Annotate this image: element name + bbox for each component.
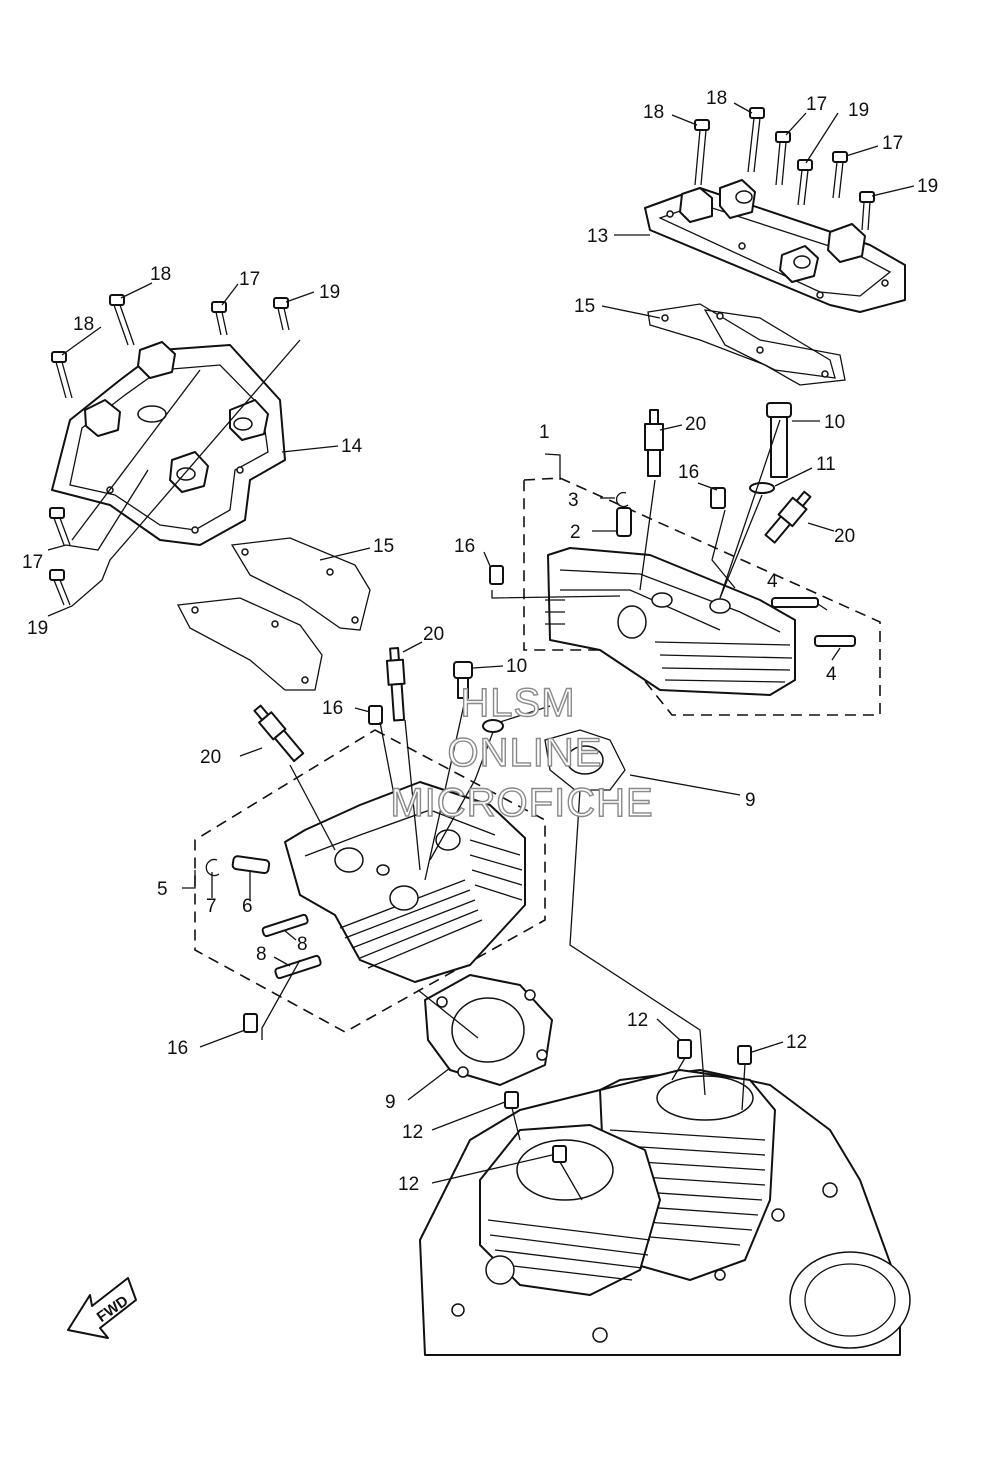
callout-17[interactable]: 17 [22, 552, 43, 573]
callout-17[interactable]: 17 [239, 269, 260, 290]
bolt-18-front-a[interactable] [109, 294, 135, 346]
bolt-18-rear-b[interactable] [747, 107, 765, 173]
callout-19[interactable]: 19 [319, 282, 340, 303]
bolt-19-rear-b[interactable] [859, 191, 875, 231]
bolt-19-rear-a[interactable] [797, 159, 813, 206]
dowel-12-a[interactable] [677, 1039, 692, 1059]
callout-15[interactable]: 15 [373, 536, 394, 557]
front-cover-gasket[interactable] [176, 537, 371, 691]
callout-11[interactable]: 11 [816, 454, 836, 475]
callout-19[interactable]: 19 [848, 100, 869, 121]
callout-12[interactable]: 12 [402, 1122, 423, 1143]
spark-plug-20-front-side[interactable] [251, 703, 305, 763]
stud-4-rear-a[interactable] [771, 597, 819, 608]
guide-2[interactable] [616, 507, 632, 537]
watermark-line-3: MICROFICHE [390, 781, 653, 825]
callout-labels: 18 18 17 19 17 19 13 15 18 17 19 18 14 1… [22, 88, 938, 1195]
callout-9[interactable]: 9 [385, 1092, 396, 1113]
callout-20[interactable]: 20 [685, 414, 706, 435]
callout-18[interactable]: 18 [150, 264, 171, 285]
watermark-line-1: HLSM [460, 681, 575, 725]
dowel-16-front-low[interactable] [243, 1013, 258, 1033]
watermark: HLSM ONLINE MICROFICHE [390, 680, 654, 825]
callout-19[interactable]: 19 [917, 176, 938, 197]
callout-13[interactable]: 13 [587, 226, 608, 247]
callout-16[interactable]: 16 [322, 698, 343, 719]
dowel-16-front[interactable] [368, 705, 383, 725]
callout-20[interactable]: 20 [834, 526, 855, 547]
guide-6[interactable] [231, 855, 271, 875]
bolt-17-front-b[interactable] [49, 507, 71, 546]
watermark-line-2: ONLINE [448, 731, 603, 775]
spark-plug-20-front-top[interactable] [385, 647, 407, 722]
callout-17[interactable]: 17 [806, 94, 827, 115]
rear-head-assembly-outline [523, 477, 881, 716]
callout-18[interactable]: 18 [706, 88, 727, 109]
callout-12[interactable]: 12 [398, 1174, 419, 1195]
bolt-17-front-a[interactable] [211, 301, 228, 336]
rear-head-gasket[interactable] [544, 729, 626, 791]
callout-9[interactable]: 9 [745, 790, 756, 811]
bolt-18-rear-a[interactable] [694, 119, 710, 186]
stud-8-front-b[interactable] [274, 954, 322, 980]
callout-6[interactable]: 6 [242, 896, 253, 917]
callout-1[interactable]: 1 [539, 422, 550, 443]
bolt-19-front-b[interactable] [49, 569, 71, 606]
spark-plug-20-rear-top[interactable] [644, 409, 664, 477]
callout-16[interactable]: 16 [678, 462, 699, 483]
callout-16[interactable]: 16 [167, 1038, 188, 1059]
spark-plug-20-rear-side[interactable] [763, 489, 814, 545]
rear-head-cover[interactable] [644, 179, 906, 313]
leader-lines [47, 102, 915, 1201]
fwd-direction-marker: FWD [67, 1277, 137, 1339]
bolt-19-front-a[interactable] [273, 297, 290, 331]
front-head-assembly-outline [194, 729, 546, 1033]
front-cylinder-head[interactable] [284, 781, 526, 983]
callout-14[interactable]: 14 [341, 436, 363, 457]
circlip-3[interactable] [615, 491, 629, 508]
callout-16[interactable]: 16 [454, 536, 475, 557]
head-bolt-10-rear[interactable] [766, 402, 792, 478]
callout-8[interactable]: 8 [256, 944, 267, 965]
bolt-17-rear-a[interactable] [775, 131, 791, 186]
rear-cover-gasket[interactable] [647, 303, 846, 386]
callout-3[interactable]: 3 [568, 490, 579, 511]
dowel-12-b[interactable] [737, 1045, 752, 1065]
callout-5[interactable]: 5 [157, 879, 168, 900]
bolt-18-front-b[interactable] [51, 351, 73, 399]
callout-17[interactable]: 17 [882, 133, 903, 154]
callout-10[interactable]: 10 [824, 412, 845, 433]
callout-20[interactable]: 20 [200, 747, 221, 768]
circlip-7[interactable] [205, 858, 220, 877]
fwd-arrow-icon [67, 1277, 137, 1339]
callout-10[interactable]: 10 [506, 656, 527, 677]
callout-12[interactable]: 12 [786, 1032, 807, 1053]
callout-7[interactable]: 7 [206, 896, 217, 917]
washer-11[interactable] [749, 482, 775, 494]
callout-4[interactable]: 4 [767, 571, 778, 592]
front-head-cover[interactable] [51, 341, 286, 546]
front-head-gasket[interactable] [424, 974, 553, 1086]
callout-12[interactable]: 12 [627, 1010, 648, 1031]
callout-19[interactable]: 19 [27, 618, 48, 639]
dowel-12-d[interactable] [552, 1145, 567, 1163]
head-bolt-10-front[interactable] [453, 661, 473, 699]
callout-18[interactable]: 18 [643, 102, 664, 123]
callout-4[interactable]: 4 [826, 664, 837, 685]
callout-8[interactable]: 8 [297, 934, 308, 955]
callout-2[interactable]: 2 [570, 522, 581, 543]
rear-cylinder-head[interactable] [545, 547, 796, 696]
stud-4-rear-b[interactable] [814, 635, 856, 647]
bolt-17-rear-b[interactable] [832, 151, 848, 199]
dowel-16-rear-left[interactable] [489, 565, 504, 585]
dowel-16-rear[interactable] [710, 487, 726, 509]
callout-18[interactable]: 18 [73, 314, 94, 335]
callout-15[interactable]: 15 [574, 296, 595, 317]
stud-8-front-a[interactable] [261, 913, 309, 938]
dowel-12-c[interactable] [504, 1091, 519, 1109]
callout-20[interactable]: 20 [423, 624, 444, 645]
engine-crankcase [419, 1069, 911, 1356]
